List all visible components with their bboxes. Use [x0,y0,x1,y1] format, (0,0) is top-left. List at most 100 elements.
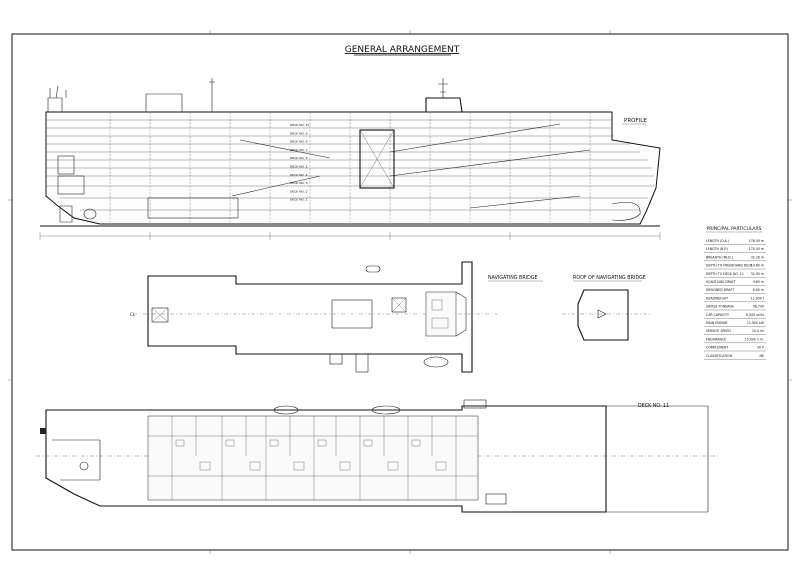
deck-bow-extension [606,405,709,513]
particulars-row-value: NK [760,354,765,358]
cabin-partitions [148,416,478,500]
particulars-row-value: 9.60 m [753,280,764,284]
particulars-row-value: 12,900 t [751,296,765,300]
profile-deck-label: DECK NO. 7 [290,148,308,152]
particulars-row-label: SERVICE SPEED [706,329,731,333]
lower-store [485,493,507,505]
particulars-row-value: 14.60 m [751,264,764,268]
superstructure [145,93,183,112]
aft-bollard [40,428,46,434]
bridge-stair [355,353,369,373]
profile-deck-label: DECK NO. 9 [290,131,308,135]
particulars-row-value: 30 P [757,346,764,350]
profile-deck-label: DECK NO. 10 [290,123,310,127]
particulars-row-value: 170.00 m [749,247,764,251]
cabin-fixtures [175,439,447,471]
profile-deck-lines [46,119,654,211]
particulars-row-label: LENGTH (O.A.) [706,239,729,243]
deck-outline [45,405,607,513]
skylight-left [151,307,169,323]
particulars-rows: LENGTH (O.A.) 178.00 m LENGTH (B.P.) 170.00… [704,239,766,360]
drawing-title: GENERAL ARRANGEMENT [345,45,460,55]
particulars-title: PRINCIPAL PARTICULARS [707,226,762,232]
profile-deck-label: DECK NO. 8 [290,140,308,144]
deck-11-plan: DECK NO. 11 [36,399,720,513]
wheelhouse [425,97,463,113]
particulars-row-value: 32.95 m [751,272,764,276]
engine-casing [147,197,239,219]
bridge-hatch-cross [391,297,407,313]
aft-mast [209,78,215,112]
profile-deck-label: DECK NO. 1 [290,198,308,202]
bridge-stair-2 [329,353,343,365]
particulars-row-value: 58,700 [753,305,764,309]
navigating-bridge-plan: CL NAVIGATING BRIDGE [130,261,543,373]
aft-pump-room [57,175,85,195]
profile-deck-label: DECK NO. 4 [290,173,308,177]
liferaft-bottom [423,356,449,368]
roof-outline [577,289,629,341]
central-casing-cross [359,129,395,189]
particulars-row-value: 11,900 kW [747,321,765,325]
aft-mooring-area [52,439,101,481]
particulars-row-label: COMPLEMENT [706,346,728,350]
particulars-row-label: DEADWEIGHT [706,296,728,300]
roof-mast-symbol [597,309,607,319]
aft-masts [49,85,67,99]
profile-deck-label: DECK NO. 3 [290,181,308,185]
particulars-row-label: MAIN ENGINE [706,321,727,325]
principal-particulars-table: PRINCIPAL PARTICULARS LENGTH (O.A.) 178.0… [704,226,766,360]
rescue-boat [463,399,487,409]
bridge-casing [331,299,373,329]
profile-deck-labels: DECK NO. 10 DECK NO. 9 DECK NO. 8 DECK NO. … [290,123,310,202]
bulbous-bow [611,202,641,221]
rudder [59,205,73,223]
particulars-row-label: LENGTH (B.P.) [706,247,728,251]
liferaft-upper-right [371,405,401,415]
particulars-row-value: 20.0 kn [752,329,764,333]
wheelhouse-console [425,291,457,337]
profile-label: PROFILE [624,118,647,124]
dimension-ticks [39,232,661,240]
skylight-left-cross [151,307,169,323]
aft-capstan [79,461,89,471]
particulars-row-value: 15,000 n.m. [745,337,764,341]
particulars-row-label: DEPTH TO DECK NO. 11 [706,272,744,276]
particulars-row-label: BREADTH (MLD.) [706,255,733,259]
internal-ramps [231,123,591,209]
particulars-row-value: 8.60 m [753,288,764,292]
particulars-row-label: CAR CAPACITY [706,313,729,317]
bridge-centerline-mark: CL [130,312,136,317]
border-ticks [8,30,792,554]
profile-frame-lines [109,112,591,224]
profile-deck-label: DECK NO. 6 [290,156,308,160]
roof-bridge-label: ROOF OF NAVIGATING BRIDGE [573,275,646,281]
bridge-deck-outline [147,261,473,373]
radar-mast [438,78,448,98]
particulars-row-label: DESIGNED DRAFT [706,288,734,292]
particulars-row-label: DEPTH TO FREEBOARD DECK [706,264,753,268]
liferaft-upper-left [273,405,299,415]
particulars-row-label: ENDURANCE [706,337,726,341]
particulars-row-value: 178.00 m [749,239,764,243]
particulars-row-label: SCANTLING DRAFT [706,280,736,284]
central-casing [359,129,395,189]
aft-door [57,155,75,175]
propeller [83,208,97,220]
particulars-row-label: GROSS TONNAGE [706,305,734,309]
deck-label: DECK NO. 11 [638,403,669,409]
funnel-block [47,97,63,112]
particulars-row-value: 6,500 units [746,313,764,317]
roof-bridge-plan: ROOF OF NAVIGATING BRIDGE [562,275,650,341]
particulars-row-value: 32.26 m [751,255,764,259]
profile-deck-label: DECK NO. 2 [290,189,308,193]
wheelhouse-front [455,291,467,337]
profile-deck-label: DECK NO. 5 [290,165,308,169]
navigating-bridge-label: NAVIGATING BRIDGE [488,275,538,281]
wheelhouse-table [431,299,443,311]
liferaft-top [365,265,381,273]
drawing-border [11,33,789,551]
